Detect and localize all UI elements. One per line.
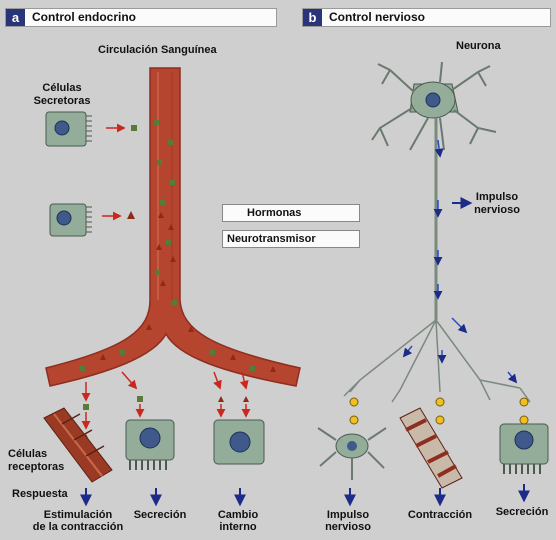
hormone-delivery-arrows	[81, 371, 251, 440]
outcome-a3-line1: Cambio	[217, 509, 259, 521]
muscle-cell	[43, 407, 113, 483]
panel-b-header: b Control nervioso	[302, 8, 551, 27]
panel-b-title: Control nervioso	[329, 10, 426, 24]
outcome-b1-line1: Impulso	[326, 509, 370, 521]
response-arrows-b	[344, 484, 530, 507]
hormone-particles	[80, 120, 276, 372]
receptor-internal-cell	[213, 419, 265, 465]
secretory-cell-2	[49, 203, 92, 237]
panel-a-title: Control endocrino	[32, 10, 136, 24]
panel-a-header: a Control endocrino	[5, 8, 277, 27]
legend-hormones-label: Hormonas	[247, 207, 302, 219]
panel-b-badge: b	[303, 9, 322, 26]
outcome-a3-line2: interno	[219, 521, 257, 533]
secretory-label-line2: Secretoras	[33, 95, 91, 107]
response-arrows-a	[80, 488, 246, 507]
legend-hormones: Hormonas	[222, 204, 360, 222]
outcome-a1-line1: Estimulación	[43, 509, 113, 521]
impulse-arrows	[402, 139, 518, 384]
outcome-b1-line2: nervioso	[325, 521, 371, 533]
outcome-b2: Contracción	[407, 509, 473, 521]
secretory-cell-1	[45, 111, 92, 147]
receptor-label-line2: receptoras	[8, 461, 65, 473]
outcome-a1-line2: de la contracción	[32, 521, 124, 533]
outcome-b3: Secreción	[495, 506, 549, 518]
neuron	[343, 61, 531, 403]
legend-neurotransmitter: Neurotransmisor	[222, 230, 360, 248]
neurotransmitter-points	[349, 397, 529, 425]
impulse-label-line2: nervioso	[474, 204, 520, 216]
outcome-a2: Secreción	[133, 509, 187, 521]
receptor-label-line1: Células	[8, 448, 48, 460]
target-secretory-cell	[499, 423, 549, 474]
receptor-secretory-cell	[125, 419, 175, 470]
impulse-label-line1: Impulso	[475, 191, 519, 203]
legend-neurotransmitter-label: Neurotransmisor	[227, 233, 316, 245]
response-label: Respuesta	[12, 488, 68, 500]
hormone-square-icon	[131, 125, 137, 131]
target-neuron	[317, 427, 387, 480]
panel-a-badge: a	[6, 9, 25, 26]
neuron-label: Neurona	[456, 40, 501, 52]
target-muscle	[399, 407, 463, 489]
vessel-label: Circulación Sanguínea	[98, 44, 217, 56]
hormone-triangle-icon	[127, 211, 135, 219]
secretory-label-line1: Células	[42, 82, 82, 94]
